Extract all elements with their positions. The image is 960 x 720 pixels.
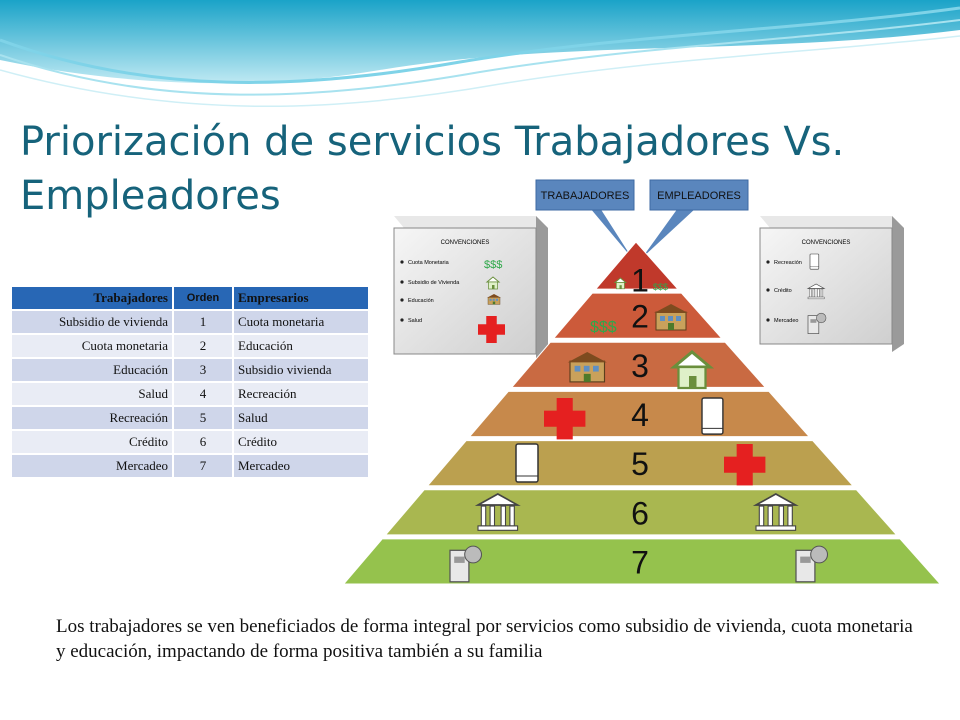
- table-cell: Crédito: [12, 429, 174, 454]
- table-row: Crédito 6 Crédito: [12, 429, 370, 454]
- fridge-icon: [701, 397, 724, 435]
- header-waves: [0, 0, 960, 108]
- table-row: Mercadeo 7 Mercadeo: [12, 453, 370, 477]
- table-cell: 1: [173, 309, 234, 334]
- table-row: Educación 3 Subsidio vivienda: [12, 357, 370, 382]
- table-cell: Mercadeo: [12, 453, 174, 477]
- table-cell: Crédito: [233, 429, 370, 454]
- priority-table: Trabajadores Orden Empresarios Subsidio …: [12, 287, 370, 477]
- legend-item: Cuota Monetaria: [408, 260, 450, 266]
- legend-item: Crédito: [774, 288, 792, 294]
- table-cell: Mercadeo: [233, 453, 370, 477]
- priority-pyramid-diagram: CONVENCIONES Cuota Monetaria Subsidio de…: [342, 179, 942, 585]
- pyramid-level-1: [594, 241, 680, 290]
- callout-label: EMPLEADORES: [657, 190, 741, 202]
- table-cell: Subsidio vivienda: [233, 357, 370, 382]
- legend-item: Educación: [408, 298, 434, 304]
- table-row: Cuota monetaria 2 Educación: [12, 333, 370, 358]
- callout-empleadores: EMPLEADORES: [642, 179, 749, 258]
- legend-item: Recreación: [774, 260, 802, 266]
- pyramid-level-number: 3: [631, 348, 649, 384]
- legend-box-left: CONVENCIONES Cuota Monetaria Subsidio de…: [393, 216, 548, 362]
- table-cell: Cuota monetaria: [12, 333, 174, 358]
- table-cell: 6: [173, 429, 234, 454]
- table-header-orden: Orden: [173, 287, 234, 310]
- pyramid-level-number: 2: [631, 299, 649, 335]
- callout-trabajadores: TRABAJADORES: [535, 179, 635, 258]
- pyramid-level-number: 4: [631, 397, 649, 433]
- table-cell: 7: [173, 453, 234, 477]
- table-cell: 5: [173, 405, 234, 430]
- legend-item: Subsidio de Vivienda: [408, 280, 460, 286]
- table-cell: 3: [173, 357, 234, 382]
- pyramid-level-number: 6: [631, 495, 649, 531]
- table-row: Recreación 5 Salud: [12, 405, 370, 430]
- legend-left-title: CONVENCIONES: [441, 240, 490, 246]
- table-cell: Subsidio de vivienda: [12, 309, 174, 334]
- table-row: Subsidio de vivienda 1 Cuota monetaria: [12, 309, 370, 334]
- legend-item: Mercadeo: [774, 318, 798, 324]
- legend-item: Salud: [408, 318, 422, 324]
- caption: Los trabajadores se ven beneficiados de …: [56, 616, 913, 662]
- pyramid-level-number: 5: [631, 446, 649, 482]
- pyramid-level-number: 7: [631, 544, 649, 580]
- table-cell: Salud: [233, 405, 370, 430]
- money-icon: $$$: [484, 259, 502, 271]
- legend-right-title: CONVENCIONES: [802, 240, 851, 246]
- fridge-icon: [809, 253, 820, 270]
- pyramid-level-number: 1: [631, 263, 649, 299]
- fridge-icon: [515, 443, 539, 483]
- pyramid-level-7: [342, 538, 942, 585]
- legend-box-right: CONVENCIONES Recreación Crédito Mercadeo: [759, 216, 904, 352]
- table-header-trabajadores: Trabajadores: [12, 287, 174, 310]
- table-cell: 4: [173, 381, 234, 406]
- table-cell: Cuota monetaria: [233, 309, 370, 334]
- table-row: Salud 4 Recreación: [12, 381, 370, 406]
- page-title: Priorización de servicios Trabajadores V…: [20, 118, 845, 219]
- table-cell: 2: [173, 333, 234, 358]
- table-cell: Educación: [233, 333, 370, 358]
- table-header-empresarios: Empresarios: [233, 287, 370, 310]
- pyramid: 12 3 4 5 6 7 $$$ $$$: [342, 241, 942, 585]
- table-cell: Educación: [12, 357, 174, 382]
- callout-label: TRABAJADORES: [541, 190, 630, 202]
- table-cell: Salud: [12, 381, 174, 406]
- money-icon: $$$: [590, 319, 617, 336]
- table-cell: Recreación: [233, 381, 370, 406]
- table-cell: Recreación: [12, 405, 174, 430]
- money-icon: $$$: [653, 282, 668, 292]
